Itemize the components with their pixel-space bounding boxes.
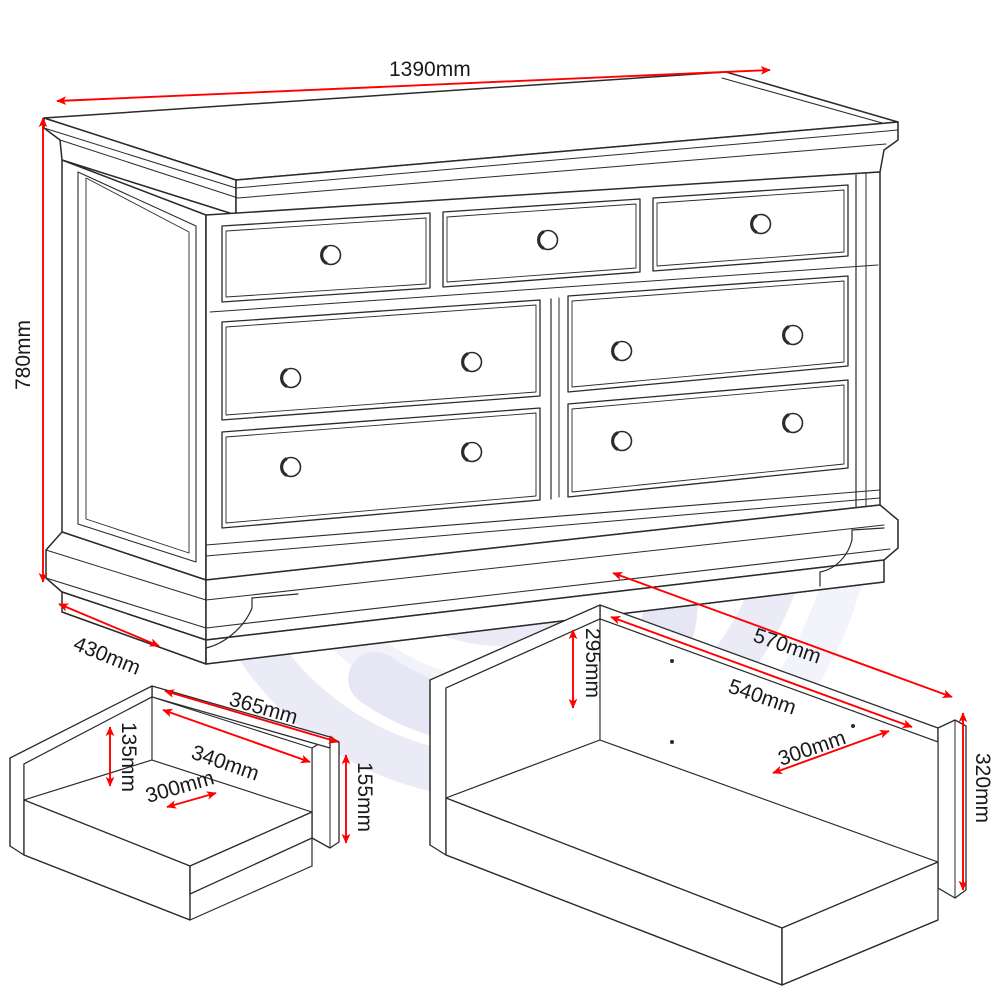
label-365: 365mm xyxy=(227,688,301,729)
drawer-left-1[interactable] xyxy=(221,299,541,421)
dowel-hole xyxy=(670,740,674,744)
label-295: 295mm xyxy=(581,628,604,698)
knob-icon[interactable] xyxy=(280,456,302,478)
drawer-left-2[interactable] xyxy=(221,407,541,529)
label-300-small: 300mm xyxy=(143,766,217,807)
drawer-rail xyxy=(209,264,879,313)
dim-line-1390 xyxy=(56,66,771,105)
drawer-right-1[interactable] xyxy=(567,275,849,393)
knob-icon[interactable] xyxy=(537,229,559,251)
knob-icon[interactable] xyxy=(320,244,342,266)
knob-icon[interactable] xyxy=(611,430,633,452)
dim-line-340 xyxy=(162,708,311,764)
dim-line-300-large xyxy=(772,730,890,774)
drawer-top-1[interactable] xyxy=(221,212,431,303)
bottom-rail-edge xyxy=(205,497,881,557)
knob-icon[interactable] xyxy=(280,367,302,389)
label-155: 155mm xyxy=(353,762,376,832)
label-780: 780mm xyxy=(12,320,35,390)
dim-line-540 xyxy=(610,616,913,728)
bottom-rail xyxy=(205,489,881,546)
dimension-labels: 1390mm 780mm 430mm 365mm 340mm 300mm 135… xyxy=(12,58,994,832)
dim-line-300 xyxy=(166,791,217,809)
drawer-top-2[interactable] xyxy=(442,198,641,288)
label-430: 430mm xyxy=(70,632,144,680)
drawer-right-2[interactable] xyxy=(567,379,849,498)
chest-assembly xyxy=(43,71,899,665)
knob-icon[interactable] xyxy=(461,441,483,463)
label-300-large: 300mm xyxy=(775,726,849,771)
knob-icon[interactable] xyxy=(782,412,804,434)
label-135: 135mm xyxy=(117,722,140,792)
drawer-top-3[interactable] xyxy=(652,184,849,272)
dim-line-430 xyxy=(58,603,160,647)
label-570: 570mm xyxy=(750,624,824,669)
knob-icon[interactable] xyxy=(461,351,483,373)
label-1390: 1390mm xyxy=(389,58,471,81)
knob-icon[interactable] xyxy=(750,213,772,235)
knob-icon[interactable] xyxy=(611,340,633,362)
knob-icon[interactable] xyxy=(782,324,804,346)
label-320: 320mm xyxy=(971,753,994,823)
